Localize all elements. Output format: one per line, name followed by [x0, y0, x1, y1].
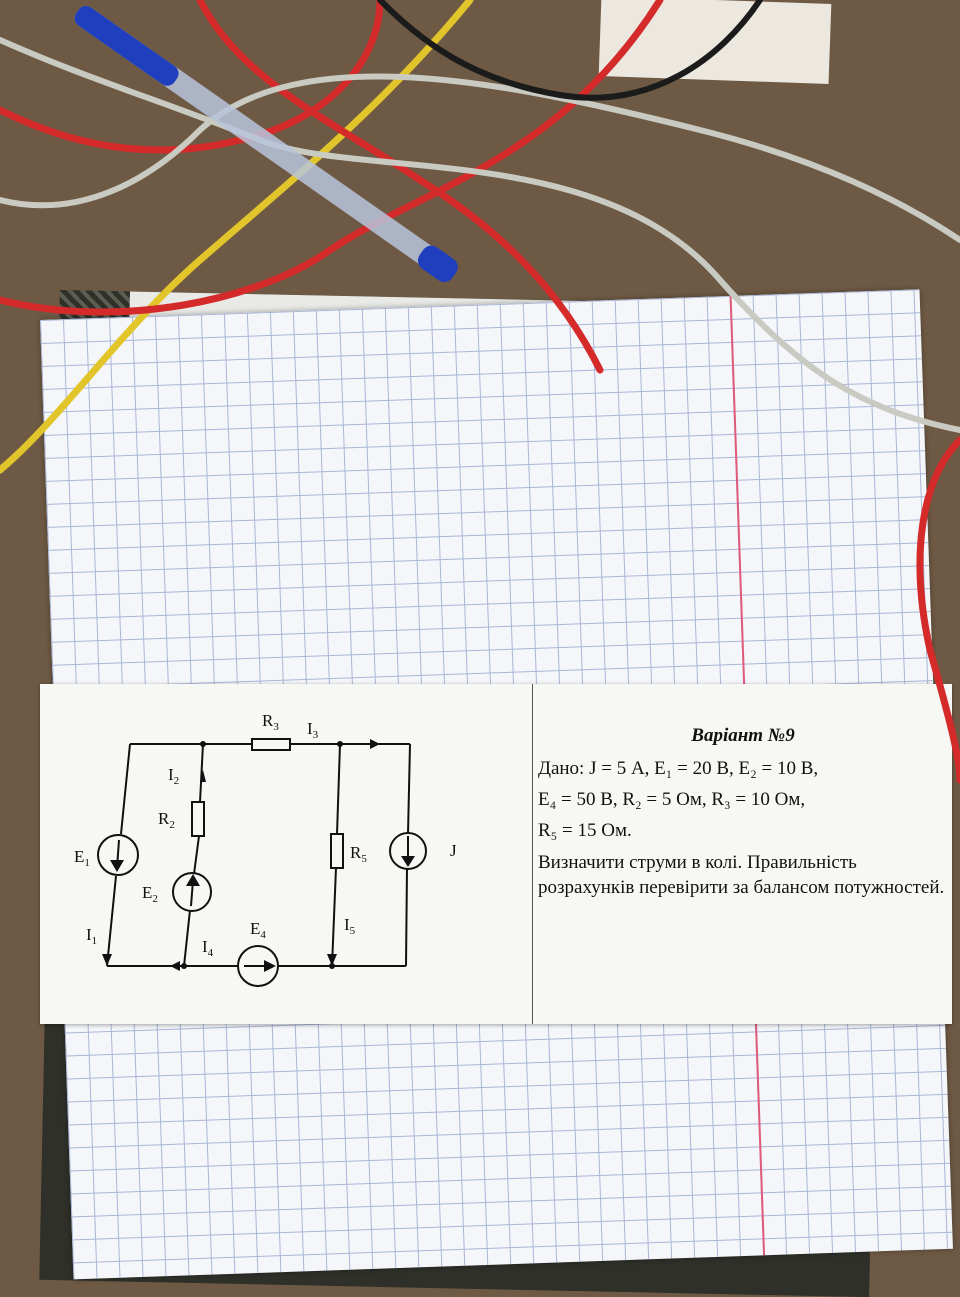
- label-r5: R5: [350, 843, 367, 865]
- grey-cable-2: [0, 73, 960, 243]
- card-divider: [532, 684, 533, 1024]
- yellow-cable: [0, 0, 474, 474]
- label-j: J: [450, 841, 457, 860]
- source-e1: [97, 834, 139, 876]
- task-title: Варіант №9: [691, 725, 795, 746]
- task-instructions: Визначити струми в колі. Правильність ро…: [538, 852, 945, 898]
- red-cable-3: [196, 0, 604, 374]
- resistor-r2: [191, 801, 205, 837]
- wire-j-bottom: [405, 867, 408, 967]
- task-given-line-2: E₄ = 50 В, R₂ = 5 Ом, R₃ = 10 Ом,: [538, 789, 806, 810]
- label-i3: I3: [307, 719, 319, 741]
- resistor-r5: [330, 833, 344, 869]
- label-i5: I5: [344, 915, 356, 937]
- pen-cap: [417, 245, 458, 283]
- wire-r5-top: [336, 743, 341, 835]
- circuit-diagram: R3 I3 I2 R2 E1 R5 J E2 I1 E4 I5 I4: [74, 711, 457, 987]
- wire-j-top: [407, 743, 411, 835]
- wire-r2-top: [199, 743, 204, 803]
- arrow-i1: [102, 954, 112, 966]
- label-e1: E1: [74, 847, 90, 869]
- red-cable-1: [0, 0, 384, 154]
- label-i4: I4: [202, 937, 214, 959]
- label-r2: R2: [158, 809, 175, 831]
- wire-r2-e2: [193, 835, 200, 875]
- task-card: R3 I3 I2 R2 E1 R5 J E2 I1 E4 I5 I4 Варіа…: [40, 684, 952, 1024]
- source-j: [389, 832, 427, 870]
- arrow-i2: [200, 770, 206, 782]
- wire-e2-bottom: [183, 909, 191, 967]
- task-given-label: Дано:: [538, 758, 585, 779]
- source-e2: [172, 872, 212, 912]
- label-i2: I2: [168, 765, 179, 787]
- resistor-r3: [251, 738, 291, 751]
- label-e4: E4: [250, 919, 266, 941]
- node-top-right: [337, 741, 343, 747]
- node-bottom-right: [329, 963, 335, 969]
- wire-e1-top: [120, 743, 131, 835]
- pen-grip: [74, 6, 179, 86]
- arrow-i3: [370, 739, 380, 749]
- red-cable-2: [0, 0, 664, 316]
- task-given-line-1: Дано: J = 5 А, E₁ = 20 В, E₂ = 10 В,: [538, 753, 948, 784]
- arrow-i4: [170, 961, 180, 971]
- task-text-block: Варіант №9 Дано: J = 5 А, E₁ = 20 В, E₂ …: [538, 720, 948, 900]
- arrow-i5: [327, 954, 337, 966]
- label-r3: R3: [262, 711, 279, 733]
- label-e2: E2: [142, 883, 158, 905]
- black-cable: [377, 0, 763, 101]
- task-given-line-3: R₅ = 15 Ом.: [538, 820, 632, 841]
- wire-r5-bottom: [331, 867, 337, 967]
- node-bottom-left: [181, 963, 187, 969]
- label-i1: I1: [86, 925, 97, 947]
- red-cable-4: [916, 436, 960, 784]
- grey-cable-1: [0, 37, 960, 433]
- source-e4: [237, 945, 279, 987]
- wire-e1-bottom: [106, 875, 117, 967]
- node-top-left: [200, 741, 206, 747]
- task-given-values-1: J = 5 А, E₁ = 20 В, E₂ = 10 В,: [589, 758, 819, 779]
